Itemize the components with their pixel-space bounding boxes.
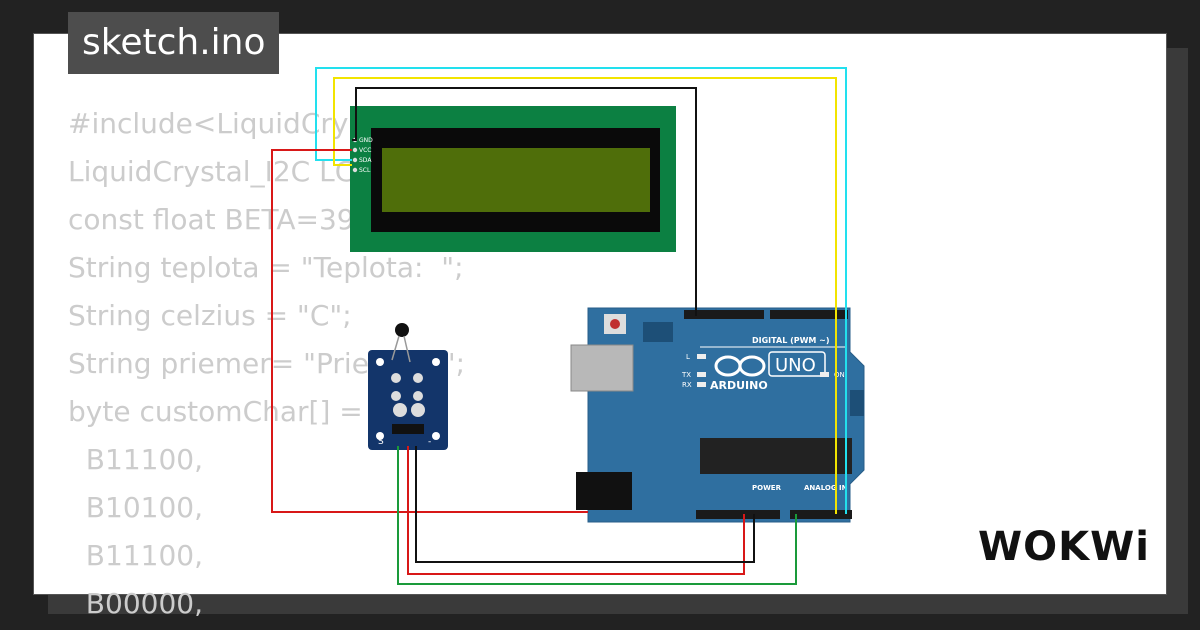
wire-scl[interactable]	[333, 77, 837, 514]
code-line: B00000,	[68, 587, 203, 620]
analog-header	[790, 510, 852, 519]
wire-sensor-signal[interactable]	[397, 446, 797, 585]
led-label-rx: RX	[682, 381, 692, 389]
code-line: String celzius = "C";	[68, 299, 352, 332]
uno-model: UNO	[775, 355, 816, 376]
code-line: B10100,	[68, 491, 203, 524]
wire-lcd-vcc[interactable]	[271, 149, 588, 513]
wire-sensor-gnd[interactable]	[415, 446, 755, 563]
lcd-pins: GND VCC SDA SCL	[352, 137, 373, 174]
sensor-pin-minus: -	[428, 437, 431, 447]
thermistor	[395, 323, 409, 337]
led-rx	[697, 382, 706, 387]
power-jack	[576, 472, 632, 510]
digital-header-left	[684, 310, 764, 319]
arduino-logo: ARDUINO	[710, 355, 768, 392]
lcd-pin-label: GND	[359, 137, 373, 144]
lcd-pin-label: SDA	[359, 157, 372, 164]
wire-sda[interactable]	[315, 67, 847, 514]
code-line: B11100,	[68, 443, 203, 476]
wire-lcd-gnd[interactable]	[352, 87, 697, 316]
icsp-header	[643, 322, 673, 342]
digital-label: DIGITAL (PWM ~)	[752, 336, 830, 345]
sensor-pin-s: S	[378, 437, 384, 447]
reset-button-cap	[610, 319, 620, 329]
led-label-on: ON	[834, 371, 845, 379]
digital-header-right	[770, 310, 848, 319]
atmega-chip	[700, 438, 852, 474]
uno-badge	[768, 351, 826, 377]
lcd-module[interactable]: GND VCC SDA SCL	[350, 106, 676, 252]
lcd-pin-label: VCC	[359, 147, 371, 154]
arduino-uno-board[interactable]: DIGITAL (PWM ~) ARDUINO UNO L TX RX ON P…	[570, 307, 865, 523]
usb-port	[570, 344, 634, 392]
led-on	[820, 372, 829, 377]
sketch-title[interactable]: sketch.ino	[68, 12, 280, 74]
code-line: String teplota = "Teplota: ";	[68, 251, 464, 284]
arduino-brand: ARDUINO	[710, 379, 768, 392]
lcd-screen	[382, 148, 650, 212]
analog-label: ANALOG IN	[804, 484, 848, 492]
temperature-sensor-module[interactable]: S -	[368, 323, 448, 450]
code-line: B11100,	[68, 539, 203, 572]
led-label-l: L	[686, 353, 690, 361]
wokwi-logo: WOKWi	[978, 524, 1150, 570]
led-tx	[697, 372, 706, 377]
sensor-board	[368, 350, 448, 450]
led-label-tx: TX	[681, 371, 691, 379]
sensor-header	[392, 424, 424, 434]
power-header	[696, 510, 780, 519]
power-label: POWER	[752, 484, 782, 492]
led-l	[697, 354, 706, 359]
wire-sensor-vcc[interactable]	[407, 446, 745, 575]
lcd-pin-label: SCL	[359, 167, 371, 174]
side-header	[850, 390, 864, 416]
